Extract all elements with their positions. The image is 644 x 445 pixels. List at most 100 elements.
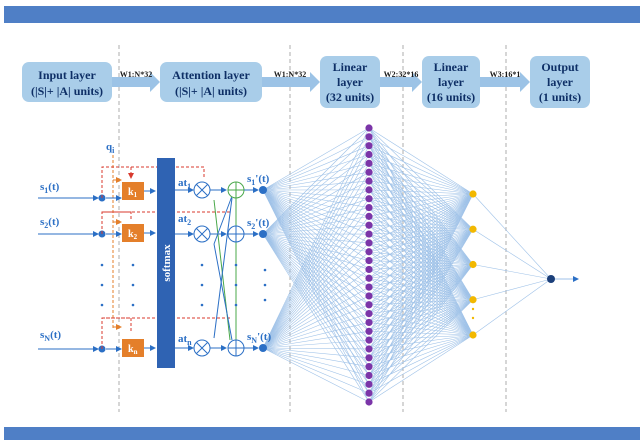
mult-adder-arrows [210, 187, 227, 351]
edge-linear32-linear16 [368, 193, 474, 305]
edge-attn-linear32 [262, 216, 370, 235]
input-layer-units: (|S|+ |A| units) [31, 84, 103, 98]
output-title-1: Output [541, 60, 578, 74]
edge-linear32-linear16 [368, 264, 474, 376]
linear32-node-6 [365, 168, 373, 176]
edge-linear32-linear16 [368, 193, 474, 217]
edge-attn-linear32 [262, 189, 370, 349]
edge-attn-linear32 [262, 154, 370, 349]
key-box-k2 [122, 224, 144, 242]
edge-linear16-output [472, 278, 552, 301]
edge-linear32-linear16 [368, 163, 474, 195]
linear16-title-2: layer [438, 75, 465, 89]
edge-linear32-linear16 [368, 334, 474, 403]
edge-attn-linear32 [262, 233, 370, 350]
edge-linear32-linear16 [368, 299, 474, 376]
edge-linear32-linear16 [368, 193, 474, 261]
linear32-node-18 [365, 274, 373, 282]
linear32-node-5 [365, 159, 373, 167]
edge-attn-linear32 [262, 233, 370, 359]
edge-attn-linear32 [262, 295, 370, 349]
edge-attn-linear32 [262, 233, 370, 376]
edge-attn-linear32 [262, 154, 370, 235]
edge-linear32-linear16 [368, 154, 474, 195]
edge-attn-linear32 [262, 127, 370, 235]
linear16-layer-box [422, 56, 480, 108]
adder-nodes [227, 181, 245, 357]
edge-attn-linear32 [262, 330, 370, 349]
edge-linear32-linear16 [368, 193, 474, 376]
arrow-linear32-linear16 [380, 72, 422, 92]
edge-linear32-linear16 [368, 334, 474, 376]
fully-connected-edges [262, 127, 579, 403]
linear32-node-16 [365, 256, 373, 265]
key-label-k2: k2 [128, 229, 138, 241]
edge-linear32-linear16 [368, 193, 474, 244]
key-box-k1 [122, 182, 144, 200]
edge-linear16-output [472, 228, 552, 280]
multiplier-nodes [193, 181, 211, 357]
edge-attn-linear32 [262, 233, 370, 385]
edge-attn-linear32 [262, 347, 370, 385]
edge-attn-linear32 [262, 304, 370, 349]
edge-attn-linear32 [262, 189, 370, 235]
edge-attn-linear32 [262, 347, 370, 376]
edge-attn-linear32 [262, 286, 370, 349]
softmax-label: softmax [161, 244, 173, 282]
edge-attn-linear32 [262, 136, 370, 349]
edge-attn-linear32 [262, 251, 370, 349]
edge-attn-linear32 [262, 233, 370, 367]
edge-attn-linear32 [262, 347, 370, 403]
key-box-kn [122, 339, 144, 357]
output-node [547, 275, 555, 283]
output-label-sN: sN'(t) [247, 331, 271, 345]
edge-attn-linear32 [262, 233, 370, 394]
linear32-node-19 [365, 283, 373, 291]
output-title-2: layer [547, 75, 574, 89]
edge-linear32-linear16 [368, 145, 474, 195]
linear32-node-26 [365, 345, 373, 353]
edge-linear16-output [472, 193, 552, 280]
arrow-input-attention [112, 72, 160, 92]
adder-output-arrows [244, 187, 259, 351]
edge-linear32-linear16 [368, 229, 474, 376]
query-label: qi [106, 141, 115, 155]
edge-linear32-linear16 [368, 299, 474, 394]
linear16-ellipsis-dot-2 [471, 307, 475, 311]
edge-linear32-linear16 [368, 193, 474, 226]
edge-linear32-linear16 [368, 127, 474, 195]
edge-linear16-output [472, 278, 552, 336]
output-label-s2: s2'(t) [247, 217, 270, 231]
feedback-lines [101, 166, 230, 349]
box-labels: Input layer (|S|+ |A| units) Attention l… [31, 60, 581, 104]
edge-attn-linear32 [262, 145, 370, 349]
edge-linear32-linear16 [368, 264, 474, 403]
input-label-s1: s1(t) [40, 181, 60, 195]
linear32-node-8 [365, 186, 373, 194]
linear16-ellipsis-dot-1 [471, 298, 475, 302]
edge-attn-linear32 [262, 127, 370, 191]
linear16-node-5 [469, 331, 477, 339]
top-band [4, 6, 640, 23]
edge-linear32-linear16 [368, 193, 474, 358]
attention-output-node-3 [259, 344, 267, 352]
edge-attn-linear32 [262, 347, 370, 350]
edge-attn-linear32 [262, 163, 370, 349]
edge-attn-linear32 [262, 233, 370, 349]
attention-layer-title: Attention layer [172, 68, 250, 82]
edge-linear32-linear16 [368, 193, 474, 279]
edge-linear32-linear16 [368, 193, 474, 253]
edge-linear32-linear16 [368, 334, 474, 385]
linear32-node-17 [365, 265, 373, 274]
network-nodes [259, 124, 555, 406]
linear32-node-31 [365, 389, 373, 397]
edge-attn-linear32 [262, 225, 370, 349]
input-row-1 [38, 170, 122, 201]
edge-linear32-linear16 [368, 229, 474, 403]
edge-attn-linear32 [262, 172, 370, 349]
output-units: (1 units) [539, 90, 581, 104]
edge-attn-linear32 [262, 163, 370, 191]
attn-label-atn: atn [178, 333, 192, 347]
edge-linear32-linear16 [368, 299, 474, 403]
edge-linear32-linear16 [368, 193, 474, 350]
